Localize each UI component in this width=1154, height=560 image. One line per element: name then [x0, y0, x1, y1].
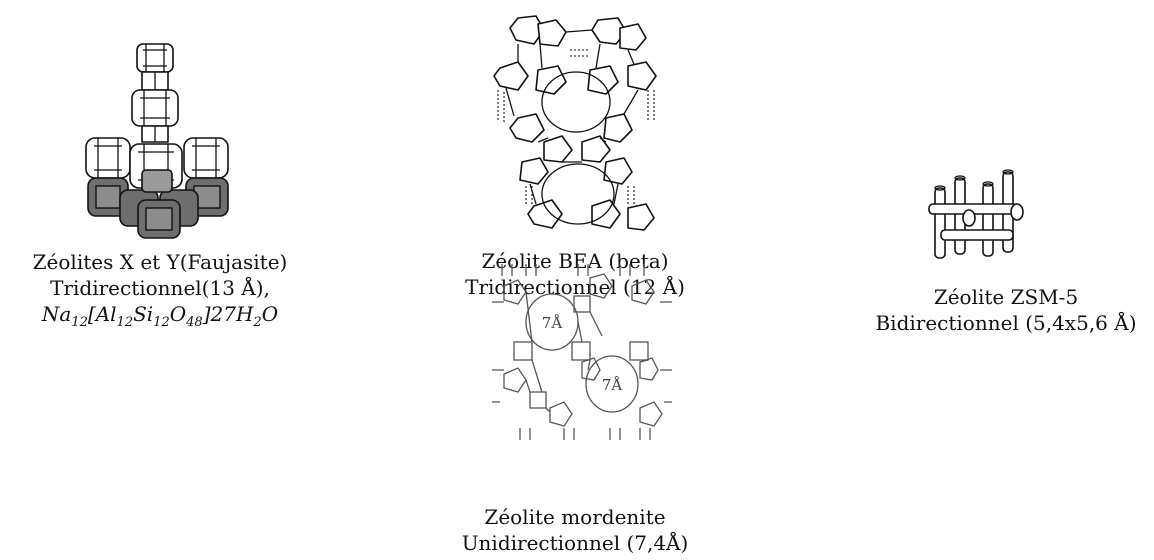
bea-pore-info: Tridirectionnel (12 Å) — [465, 275, 685, 299]
faujasite-structure-drawing — [85, 43, 229, 239]
zsm5-structure-drawing — [928, 169, 1024, 259]
zsm5-pore-info: Bidirectionnel (5,4x5,6 Å) — [875, 311, 1137, 335]
zsm5-name: Zéolite ZSM-5 — [933, 285, 1079, 309]
faujasite-formula: Na12[Al12Si12O48]27H2O — [41, 302, 279, 330]
faujasite-caption: Zéolites X et Y(Faujasite) Tridirectionn… — [0, 249, 320, 336]
faujasite-name: Zéolites X et Y(Faujasite) — [32, 250, 288, 274]
mordenite-pore-label-1: 7Å — [542, 314, 563, 332]
mordenite-pore-info: Unidirectionnel (7,4Å) — [461, 531, 689, 555]
mordenite-structure-drawing: 7Å 7Å — [492, 264, 672, 440]
faujasite-pore-info: Tridirectionnel(13 Å), — [50, 276, 270, 300]
mordenite-pore-label-2: 7Å — [602, 376, 623, 394]
zsm5-caption: Zéolite ZSM-5 Bidirectionnel (5,4x5,6 Å) — [858, 284, 1154, 336]
mordenite-caption: Zéolite mordenite Unidirectionnel (7,4Å) — [440, 504, 710, 556]
bea-structure-drawing — [493, 15, 657, 231]
mordenite-name: Zéolite mordenite — [484, 505, 666, 529]
